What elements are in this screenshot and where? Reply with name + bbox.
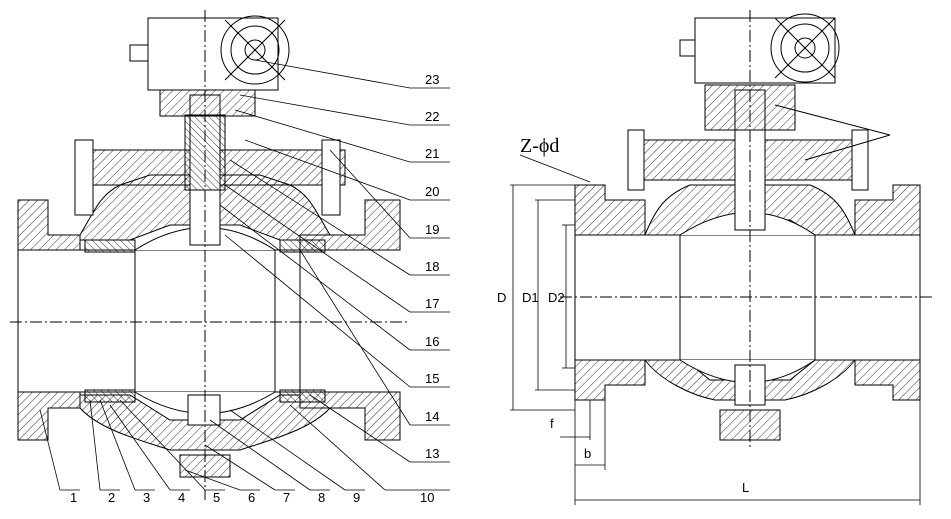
callout-7: 7 xyxy=(283,490,290,505)
callout-10: 10 xyxy=(420,490,434,505)
dim-D1-label: D1 xyxy=(522,290,539,305)
callout-9: 9 xyxy=(353,490,360,505)
right-dimension-view xyxy=(560,10,935,450)
dim-f-label: f xyxy=(550,416,554,431)
callout-2: 2 xyxy=(108,490,115,505)
bolt-spec-label: Z-ϕd xyxy=(520,135,559,157)
dim-D-label: D xyxy=(497,290,506,305)
callout-13: 13 xyxy=(425,446,439,461)
callout-8: 8 xyxy=(318,490,325,505)
callout-14: 14 xyxy=(425,409,439,424)
callout-4: 4 xyxy=(178,490,185,505)
callout-6: 6 xyxy=(248,490,255,505)
callouts-left-bottom: 1 2 3 4 5 6 7 8 9 10 xyxy=(70,490,434,505)
dim-L-label: L xyxy=(742,480,749,495)
callout-23: 23 xyxy=(425,72,439,87)
callout-3: 3 xyxy=(143,490,150,505)
callout-21: 21 xyxy=(425,146,439,161)
callout-19: 19 xyxy=(425,222,439,237)
right-leader-lines xyxy=(219,59,450,463)
left-leader-lines xyxy=(39,399,450,491)
callout-5: 5 xyxy=(213,490,220,505)
dimension-labels: Z-ϕd D D1 D2 f b L xyxy=(497,135,749,495)
callout-18: 18 xyxy=(425,259,439,274)
left-section-view xyxy=(10,10,410,500)
callouts-right-column: 23 22 21 20 19 18 17 16 15 14 13 12 11 xyxy=(425,72,439,461)
callout-1: 1 xyxy=(70,490,77,505)
dimension-lines xyxy=(510,154,921,505)
callout-22: 22 xyxy=(425,109,439,124)
dim-b-label: b xyxy=(584,446,591,461)
callout-15: 15 xyxy=(425,371,439,386)
callout-17: 17 xyxy=(425,296,439,311)
callout-20: 20 xyxy=(425,184,439,199)
dim-D2-label: D2 xyxy=(548,290,565,305)
callout-16: 16 xyxy=(425,334,439,349)
